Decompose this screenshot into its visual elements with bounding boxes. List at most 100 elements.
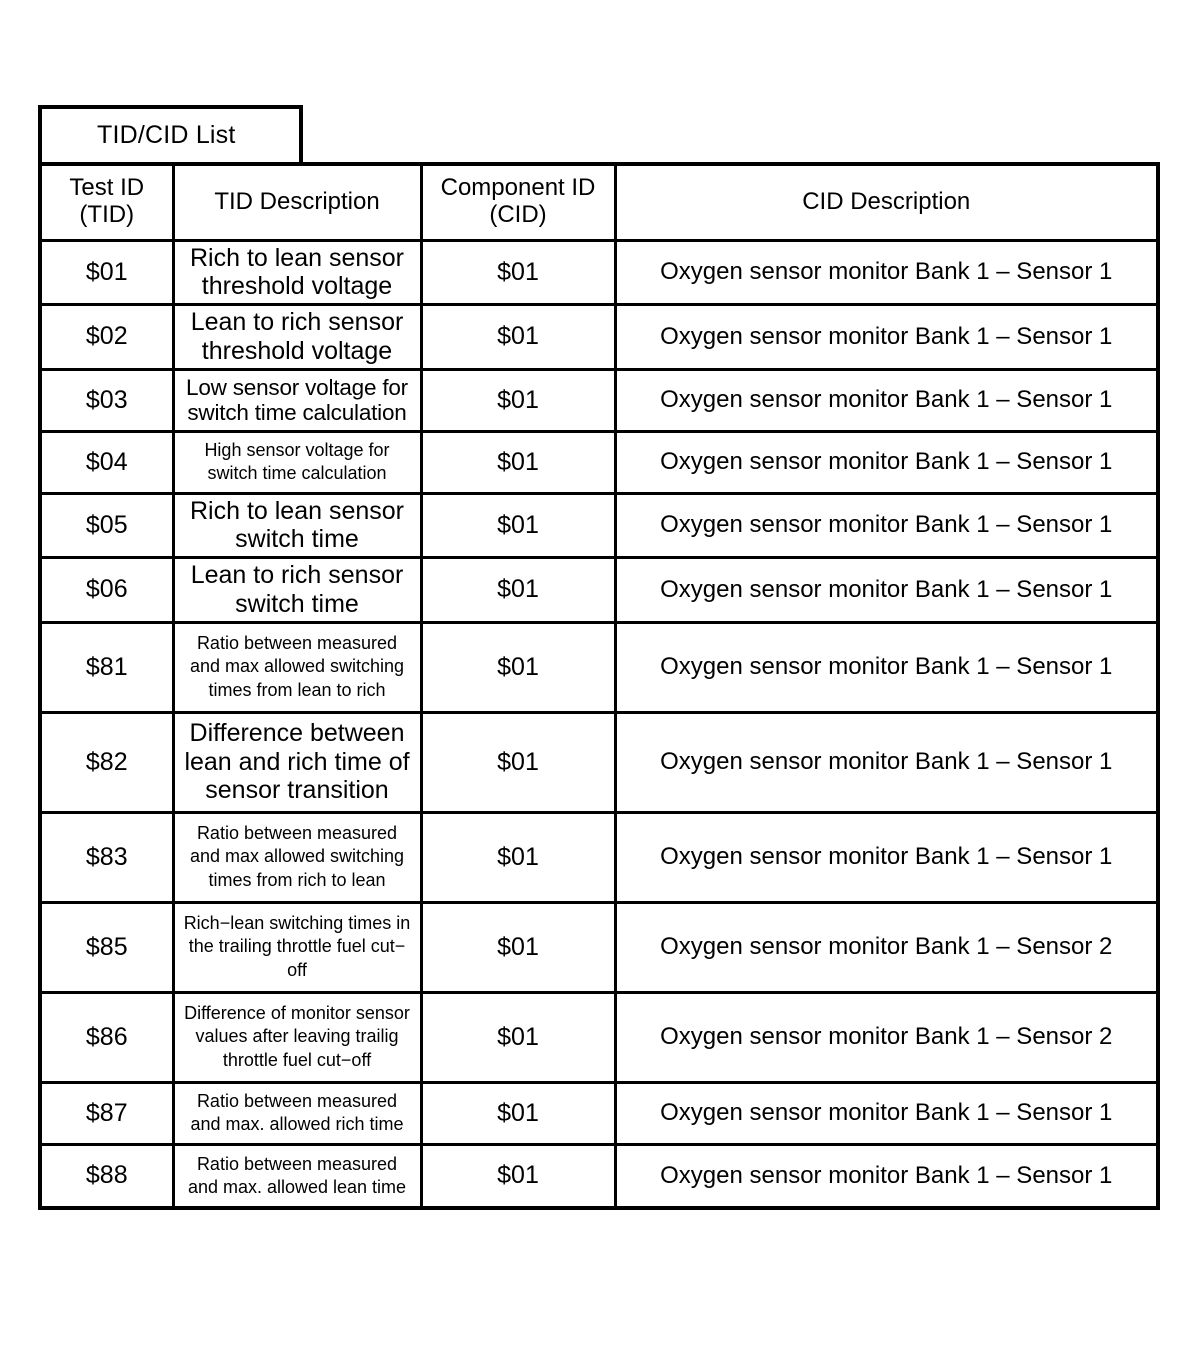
cell-test-id: $04 [42, 429, 175, 495]
column-header-cid-description: CID Description [613, 166, 1156, 242]
column-header-tid-description: TID Description [171, 166, 423, 242]
cell-cid-description: Oxygen sensor monitor Bank 1 – Sensor 1 [613, 238, 1156, 306]
cell-test-id: $83 [42, 810, 175, 904]
cell-cid-description: Oxygen sensor monitor Bank 1 – Sensor 1 [613, 1142, 1156, 1206]
cell-component-id: $01 [419, 429, 617, 495]
cell-tid-description-line: Lean to rich sensor [190, 561, 404, 589]
cell-cid-description: Oxygen sensor monitor Bank 1 – Sensor 1 [613, 491, 1156, 559]
cell-tid-description-line: the trailing throttle fuel cut− [188, 936, 406, 957]
table-title-label: TID/CID List [97, 121, 236, 149]
cell-tid-description-line: times from rich to lean [208, 869, 386, 890]
cell-test-id: $03 [42, 367, 175, 433]
cell-tid-description-line: and max allowed switching [189, 846, 405, 867]
cell-component-id: $01 [419, 990, 617, 1084]
tid-cid-table-container: Test ID (TID) TID Description Component … [38, 162, 1160, 1210]
cell-cid-description: Oxygen sensor monitor Bank 1 – Sensor 1 [613, 429, 1156, 495]
cell-test-id: $06 [42, 556, 175, 624]
cell-tid-description-line: values after leaving trailig [195, 1026, 399, 1047]
cell-test-id: $81 [42, 620, 175, 714]
cell-component-id: $01 [419, 367, 617, 433]
cell-cid-description: Oxygen sensor monitor Bank 1 – Sensor 1 [613, 367, 1156, 433]
column-header-component-id-line2: (CID) [489, 201, 547, 229]
column-header-component-id-line1: Component ID [440, 174, 596, 202]
cell-test-id: $01 [42, 238, 175, 306]
cell-tid-description: Ratio between measured and max. allowed r… [171, 1080, 423, 1146]
cell-component-id: $01 [419, 1142, 617, 1206]
cell-cid-description: Oxygen sensor monitor Bank 1 – Sensor 1 [613, 620, 1156, 714]
cell-component-id: $01 [419, 710, 617, 814]
cell-cid-description: Oxygen sensor monitor Bank 1 – Sensor 1 [613, 710, 1156, 814]
cell-tid-description-line: Ratio between measured [196, 1153, 398, 1174]
table-title-tab: TID/CID List [38, 105, 303, 162]
cell-tid-description-line: Lean to rich sensor [190, 308, 404, 336]
cell-tid-description-line: throttle fuel cut−off [222, 1049, 372, 1070]
cell-cid-description: Oxygen sensor monitor Bank 1 – Sensor 1 [613, 810, 1156, 904]
cell-tid-description-line: threshold voltage [201, 336, 393, 365]
cell-tid-description-line: Low sensor voltage for [186, 374, 408, 400]
cell-test-id: $86 [42, 990, 175, 1084]
cell-cid-description: Oxygen sensor monitor Bank 1 – Sensor 1 [613, 1080, 1156, 1146]
cell-component-id: $01 [419, 1080, 617, 1146]
cell-tid-description-line: Difference of monitor sensor [184, 1003, 410, 1024]
cell-tid-description-line: times from lean to rich [208, 679, 386, 700]
cell-tid-description-line: Rich to lean sensor [189, 496, 404, 525]
cell-test-id: $82 [42, 710, 175, 814]
cell-test-id: $05 [42, 491, 175, 559]
cell-cid-description: Oxygen sensor monitor Bank 1 – Sensor 1 [613, 303, 1156, 371]
cell-component-id: $01 [419, 810, 617, 904]
cell-tid-description-line: Difference between [189, 718, 405, 747]
cell-tid-description-line: switch time calculation [187, 400, 407, 425]
cell-component-id: $01 [419, 238, 617, 306]
cell-tid-description-line: switch time calculation [207, 463, 387, 483]
cell-component-id: $01 [419, 620, 617, 714]
cell-tid-description-line: threshold voltage [201, 272, 393, 301]
cell-tid-description-line: Ratio between measured [196, 1090, 398, 1111]
cell-component-id: $01 [419, 900, 617, 994]
cell-tid-description-line: Rich−lean switching times in [183, 913, 411, 934]
cell-tid-description-line: and max. allowed rich time [190, 1114, 404, 1134]
cell-tid-description-line: Ratio between measured [196, 823, 398, 844]
cell-tid-description-line: and max allowed switching [189, 656, 405, 677]
cell-test-id: $85 [42, 900, 175, 994]
cell-cid-description: Oxygen sensor monitor Bank 1 – Sensor 1 [613, 556, 1156, 624]
cell-tid-description-line: lean and rich time of [184, 747, 410, 776]
tid-cid-table: Test ID (TID) TID Description Component … [42, 166, 1156, 1206]
cell-component-id: $01 [419, 556, 617, 624]
cell-tid-description: High sensor voltage for switch time calcu… [171, 429, 423, 495]
cell-component-id: $01 [419, 303, 617, 371]
cell-tid-description-line: off [287, 959, 307, 980]
table-row: $87 Ratio between measured and max. allowe… [42, 1080, 1156, 1146]
cell-test-id: $87 [42, 1080, 175, 1146]
cell-tid-description-line: switch time [235, 589, 359, 618]
column-header-test-id-line1: Test ID [69, 174, 145, 202]
column-header-component-id: Component ID (CID) [419, 166, 617, 242]
column-header-test-id: Test ID (TID) [42, 166, 175, 242]
cell-component-id: $01 [419, 491, 617, 559]
cell-tid-description-line: switch time [235, 525, 359, 554]
table-row: $04 High sensor voltage for switch time ca… [42, 429, 1156, 495]
table-header-row: Test ID (TID) TID Description Component … [42, 166, 1156, 242]
cell-tid-description-line: Ratio between measured [196, 633, 398, 654]
cell-tid-description-line: High sensor voltage for [204, 439, 390, 460]
cell-test-id: $88 [42, 1142, 175, 1206]
